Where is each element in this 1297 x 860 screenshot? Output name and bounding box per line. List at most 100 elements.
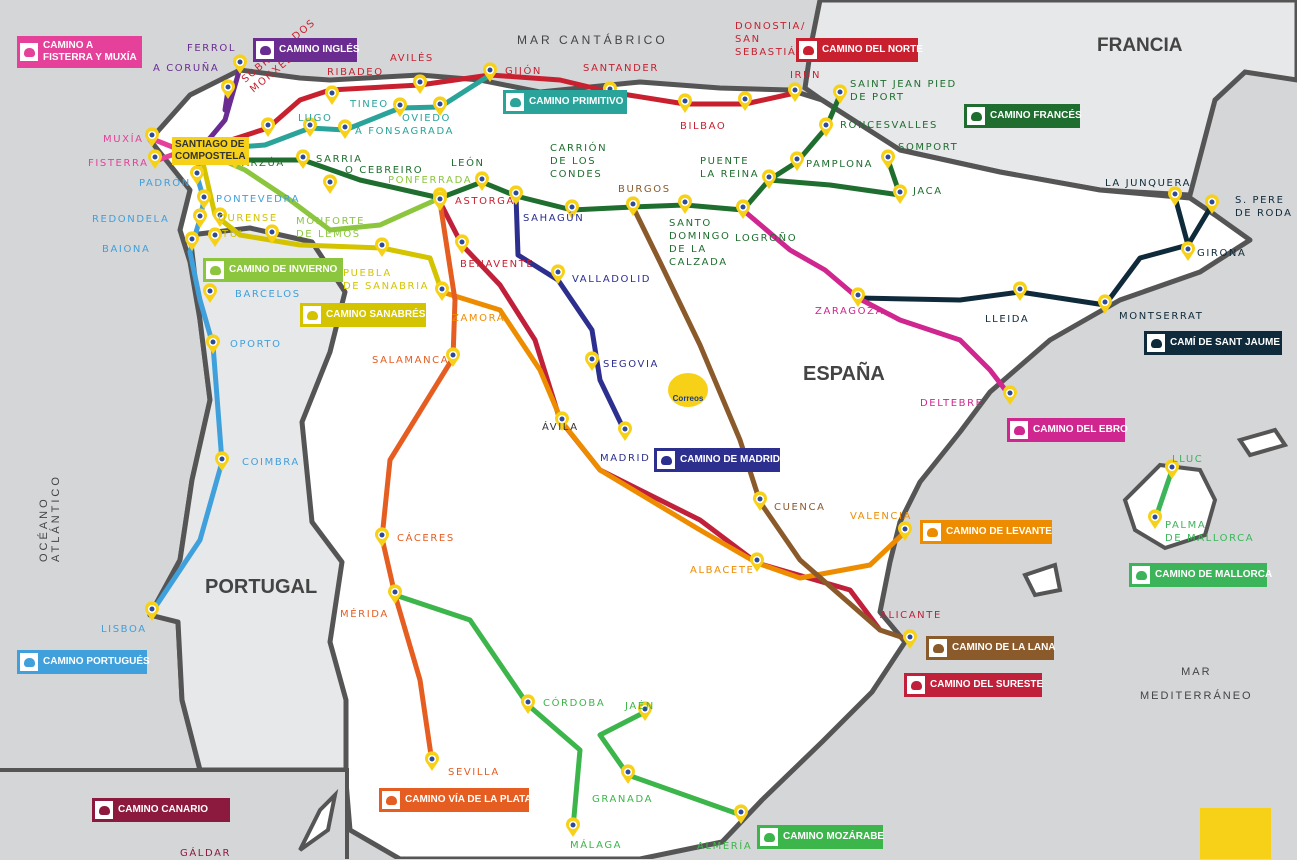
stage-pin-icon	[902, 629, 917, 649]
scallop-shell-icon	[1132, 566, 1150, 584]
city-label-o-cebreiro: O CEBREIRO	[345, 165, 424, 176]
santiago-de-compostela-label: SANTIAGO DE COMPOSTELA	[172, 137, 249, 165]
stage-pin-icon	[521, 694, 535, 714]
stage-pin-icon	[208, 227, 222, 247]
city-label-donostia-san-sebastián: DONOSTIA/ SAN SEBASTIÁN	[735, 21, 806, 58]
stage-pin-icon	[1013, 281, 1027, 301]
city-label-deltebre: DELTEBRE	[920, 398, 984, 409]
legend-label: CAMINO DE LA LANA	[952, 642, 1056, 653]
city-label-zaragoza: ZARAGOZA	[815, 306, 885, 317]
scallop-shell-icon	[382, 791, 400, 809]
stage-pin-icon	[851, 287, 866, 307]
city-label-tineo: TINEO	[350, 99, 389, 110]
city-label-roncesvalles: RONCESVALLES	[840, 120, 938, 131]
route-line	[379, 199, 458, 765]
legend-badge-camino-de-levante: CAMINO DE LEVANTE	[920, 520, 1052, 544]
stage-pin-icon	[678, 93, 693, 113]
stage-pin-icon	[736, 199, 751, 219]
city-label-a-coruña: A CORUÑA	[153, 63, 220, 74]
city-label-arzúa: ARZÚA	[242, 158, 285, 169]
stage-pin-icon	[433, 96, 448, 116]
stage-pin-icon	[832, 84, 847, 104]
stage-pin-icon	[790, 151, 804, 171]
route-line	[439, 289, 908, 581]
legend-badge-camino-de-invierno: CAMINO DE INVIERNO	[203, 258, 343, 282]
city-label-cuenca: CUENCA	[774, 502, 826, 513]
stage-pin-icon	[818, 117, 833, 137]
city-label-logroño: LOGROÑO	[735, 233, 798, 244]
stage-pin-icon	[145, 601, 159, 621]
stage-pin-icon	[626, 196, 640, 216]
stage-pin-icon	[375, 527, 389, 547]
city-label-santo-domingo-de-la-calzada: SANTO DOMINGO DE LA CALZADA	[669, 218, 731, 268]
city-label-bilbao: BILBAO	[680, 121, 727, 132]
city-label-jaén: JAÉN	[625, 701, 655, 712]
city-label-redondela: REDONDELA	[92, 214, 170, 225]
city-label-s-pere-de-roda: S. PERE DE RODA	[1235, 195, 1293, 219]
city-label-madrid: MADRID	[600, 453, 651, 464]
stage-pin-icon	[734, 804, 749, 824]
legend-badge-camino-del-norte: CAMINO DEL NORTE	[796, 38, 923, 62]
scallop-shell-icon	[20, 43, 38, 61]
scallop-shell-icon	[20, 653, 38, 671]
stage-pin-icon	[323, 174, 337, 194]
scallop-shell-icon	[929, 639, 947, 657]
correos-logo	[1200, 808, 1271, 859]
legend-label: CAMINO DE INVIERNO	[229, 264, 338, 275]
city-label-montserrat: MONTSERRAT	[1119, 311, 1204, 322]
stage-pin-icon	[753, 491, 767, 511]
stage-pin-icon	[446, 347, 461, 367]
stage-pin-icon	[303, 117, 317, 137]
city-label-cáceres: CÁCERES	[397, 533, 455, 544]
scallop-shell-icon	[1147, 334, 1165, 352]
city-label-lleida: LLEIDA	[985, 314, 1030, 325]
legend-label: CAMINO INGLÉS	[279, 44, 360, 55]
stage-pin-icon	[584, 351, 599, 371]
legend-badge-camino-francés: CAMINO FRANCÉS	[964, 104, 1082, 128]
menorca-island	[1236, 427, 1289, 458]
city-label-a-fonsagrada: A FONSAGRADA	[355, 126, 455, 137]
portugal-land	[147, 225, 349, 773]
stage-pin-icon	[509, 185, 523, 205]
city-label-jaca: JACA	[913, 186, 943, 197]
country-label-spain: ESPAÑA	[803, 363, 885, 385]
city-label-girona: GIRONA	[1197, 248, 1247, 259]
stage-pin-icon	[213, 207, 228, 227]
stage-pin-icon	[678, 194, 693, 214]
city-label-pontevedra: PONTEVEDRA	[216, 194, 301, 205]
city-label-avilés: AVILÉS	[390, 53, 434, 64]
sea-label-mediterranean: MAR MEDITERRÁNEO	[1140, 666, 1253, 702]
legend-badge-camí-de-sant-jaume: CAMÍ DE SANT JAUME	[1144, 331, 1282, 355]
stage-pin-icon	[893, 184, 907, 204]
stage-pin-icon	[413, 74, 427, 94]
city-label-gijón: GIJÓN	[505, 66, 542, 77]
stage-pin-icon	[325, 85, 339, 105]
legend-label: CAMINO MOZÁRABE	[783, 831, 885, 842]
stage-pin-icon	[454, 234, 470, 254]
city-label-puente-la-reina: PUENTE LA REINA	[700, 156, 760, 180]
legend-label: CAMINO VÍA DE LA PLATA	[405, 794, 532, 805]
city-label-almería: ALMERÍA	[697, 841, 753, 852]
stage-pin-icon	[233, 54, 248, 74]
city-label-sahagún: SAHAGÚN	[523, 213, 585, 224]
city-label-sevilla: SEVILLA	[448, 767, 500, 778]
city-label-pamplona: PAMPLONA	[806, 159, 874, 170]
stage-pin-icon	[393, 97, 408, 117]
city-label-lugo: LUGO	[298, 113, 333, 124]
stage-pin-icon	[881, 149, 896, 169]
stage-pin-icon	[565, 199, 579, 219]
legend-badge-camino-sanabrés: CAMINO SANABRÉS	[300, 303, 426, 327]
stage-pin-icon	[145, 127, 160, 147]
legend-label: CAMINO CANARIO	[118, 804, 208, 815]
legend-badge-camino-del-ebro: CAMINO DEL EBRO	[1007, 418, 1128, 442]
city-label-valencia: VALENCIA	[850, 511, 912, 522]
stage-pin-icon	[1181, 241, 1195, 261]
city-label-baiona: BAIONA	[102, 244, 151, 255]
legend-label: CAMINO DE MADRID	[680, 454, 780, 465]
scallop-shell-icon	[506, 93, 524, 111]
stage-pin-icon	[551, 264, 566, 284]
scallop-shell-icon	[256, 41, 274, 59]
route-line	[149, 147, 225, 615]
city-label-palma-de-mallorca: PALMA DE MALLORCA	[1165, 520, 1255, 544]
stage-pin-icon	[206, 334, 220, 354]
